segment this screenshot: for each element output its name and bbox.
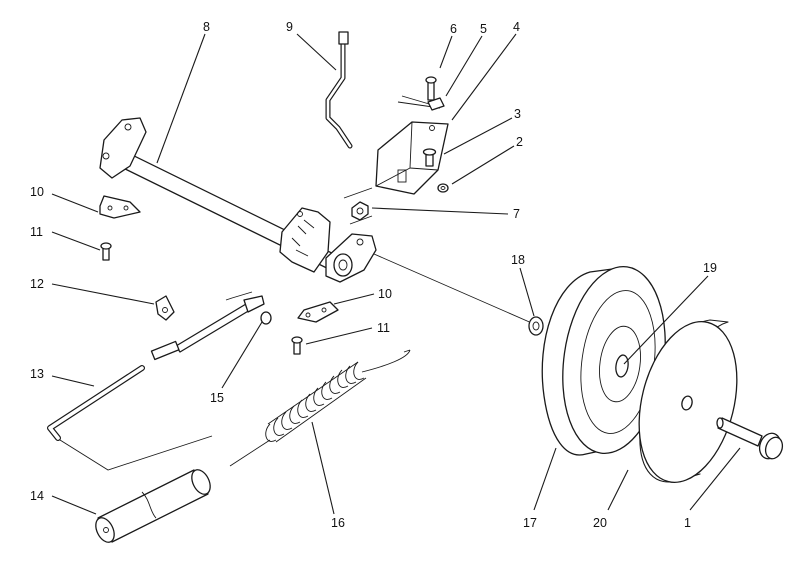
link-rod xyxy=(150,295,265,361)
extension-spring xyxy=(229,349,411,467)
callout-17: 17 xyxy=(523,516,537,530)
callout-7: 7 xyxy=(513,207,520,221)
callout-18: 18 xyxy=(511,253,525,267)
callout-15: 15 xyxy=(210,391,224,405)
callout-1: 1 xyxy=(684,516,691,530)
callout-19: 19 xyxy=(703,261,717,275)
callout-2: 2 xyxy=(516,135,523,149)
callout-5: 5 xyxy=(480,22,487,36)
callout-4: 4 xyxy=(513,20,520,34)
callout-16: 16 xyxy=(331,516,345,530)
lever-bracket xyxy=(375,121,449,195)
wheel xyxy=(541,266,666,456)
pivot-clip xyxy=(155,295,175,321)
hubcap xyxy=(638,319,738,483)
callout-10-left: 10 xyxy=(30,185,44,199)
callout-11-right: 11 xyxy=(377,321,390,335)
bolt-left xyxy=(100,242,112,261)
shoulder-bolt xyxy=(716,417,784,460)
wheel-pivot-plate xyxy=(325,233,377,283)
mounting-bracket-right xyxy=(297,301,339,323)
callout-9: 9 xyxy=(286,20,293,34)
mounting-bracket-left xyxy=(99,195,141,219)
bolt-right xyxy=(291,336,303,355)
lever-rod xyxy=(325,31,353,149)
bolt xyxy=(422,148,437,167)
left-pivot-plate xyxy=(99,117,147,179)
bent-rod xyxy=(47,365,145,441)
callout-11-left: 11 xyxy=(30,225,43,239)
nut xyxy=(351,201,369,221)
callout-3: 3 xyxy=(514,107,521,121)
retaining-ring xyxy=(260,311,272,325)
washer xyxy=(437,183,449,193)
height-adjust-bracket xyxy=(279,207,331,273)
screw xyxy=(425,76,437,101)
leader-lines xyxy=(51,33,741,515)
wheel-washer xyxy=(528,316,544,336)
callout-6: 6 xyxy=(450,22,457,36)
spring-clip xyxy=(397,95,445,111)
grip-tube xyxy=(95,469,211,543)
callout-labels: 8 9 6 5 4 3 2 7 10 11 12 13 14 15 10 11 … xyxy=(30,20,717,530)
callout-14: 14 xyxy=(30,489,44,503)
callout-12: 12 xyxy=(30,277,44,291)
callout-20: 20 xyxy=(593,516,607,530)
callout-13: 13 xyxy=(30,367,44,381)
callout-8: 8 xyxy=(203,20,210,34)
callout-10-right: 10 xyxy=(378,287,392,301)
